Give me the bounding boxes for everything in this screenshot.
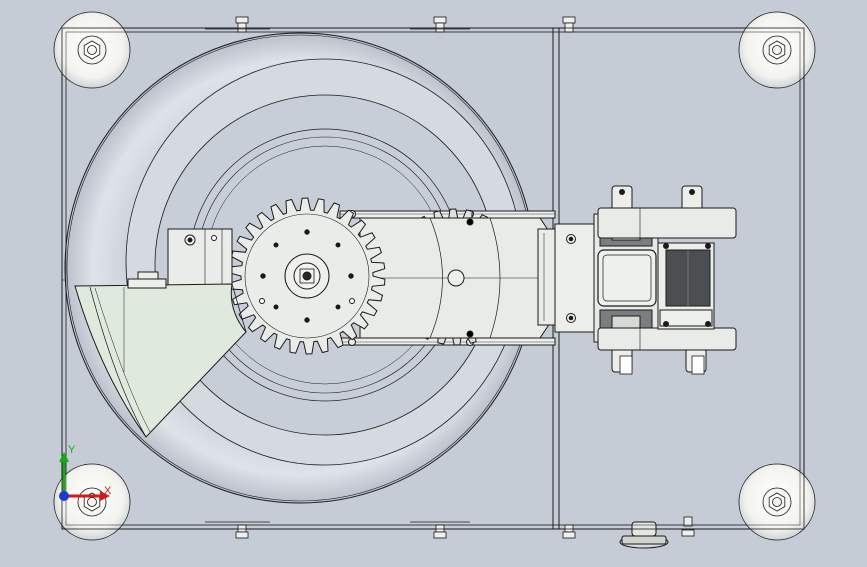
leveling-feet bbox=[53, 11, 816, 541]
foot-bottom-right bbox=[738, 463, 816, 541]
stepper-motor bbox=[597, 185, 737, 375]
x-axis-arrowhead bbox=[100, 491, 110, 501]
x-axis-label: X bbox=[104, 485, 112, 497]
foot-top-left bbox=[53, 11, 131, 89]
bolt-bottom-far bbox=[681, 516, 695, 537]
y-axis-arrowhead bbox=[59, 452, 69, 462]
drive-gear-pitch-circle bbox=[244, 213, 370, 339]
bolt-top-right bbox=[562, 16, 576, 33]
gear-carrier bbox=[359, 217, 549, 339]
coordinate-triad: X Y bbox=[59, 444, 112, 501]
foot-top-right bbox=[738, 11, 816, 89]
z-axis-dot bbox=[59, 491, 69, 501]
drive-gear-hub bbox=[259, 229, 355, 323]
frame-bolts bbox=[205, 16, 695, 539]
frame-outline-overlay bbox=[61, 27, 805, 530]
slide-bracket bbox=[537, 223, 596, 333]
bolt-bottom-left bbox=[235, 524, 249, 539]
bolt-bottom-mid bbox=[433, 524, 447, 539]
y-axis-label: Y bbox=[68, 444, 76, 456]
bolt-top-left bbox=[235, 16, 249, 33]
bolt-bottom-right bbox=[562, 524, 576, 539]
discharge-chute bbox=[74, 271, 247, 438]
cable-gland bbox=[619, 521, 669, 549]
motor-mount-block bbox=[167, 228, 233, 286]
bolt-top-mid bbox=[433, 16, 447, 33]
